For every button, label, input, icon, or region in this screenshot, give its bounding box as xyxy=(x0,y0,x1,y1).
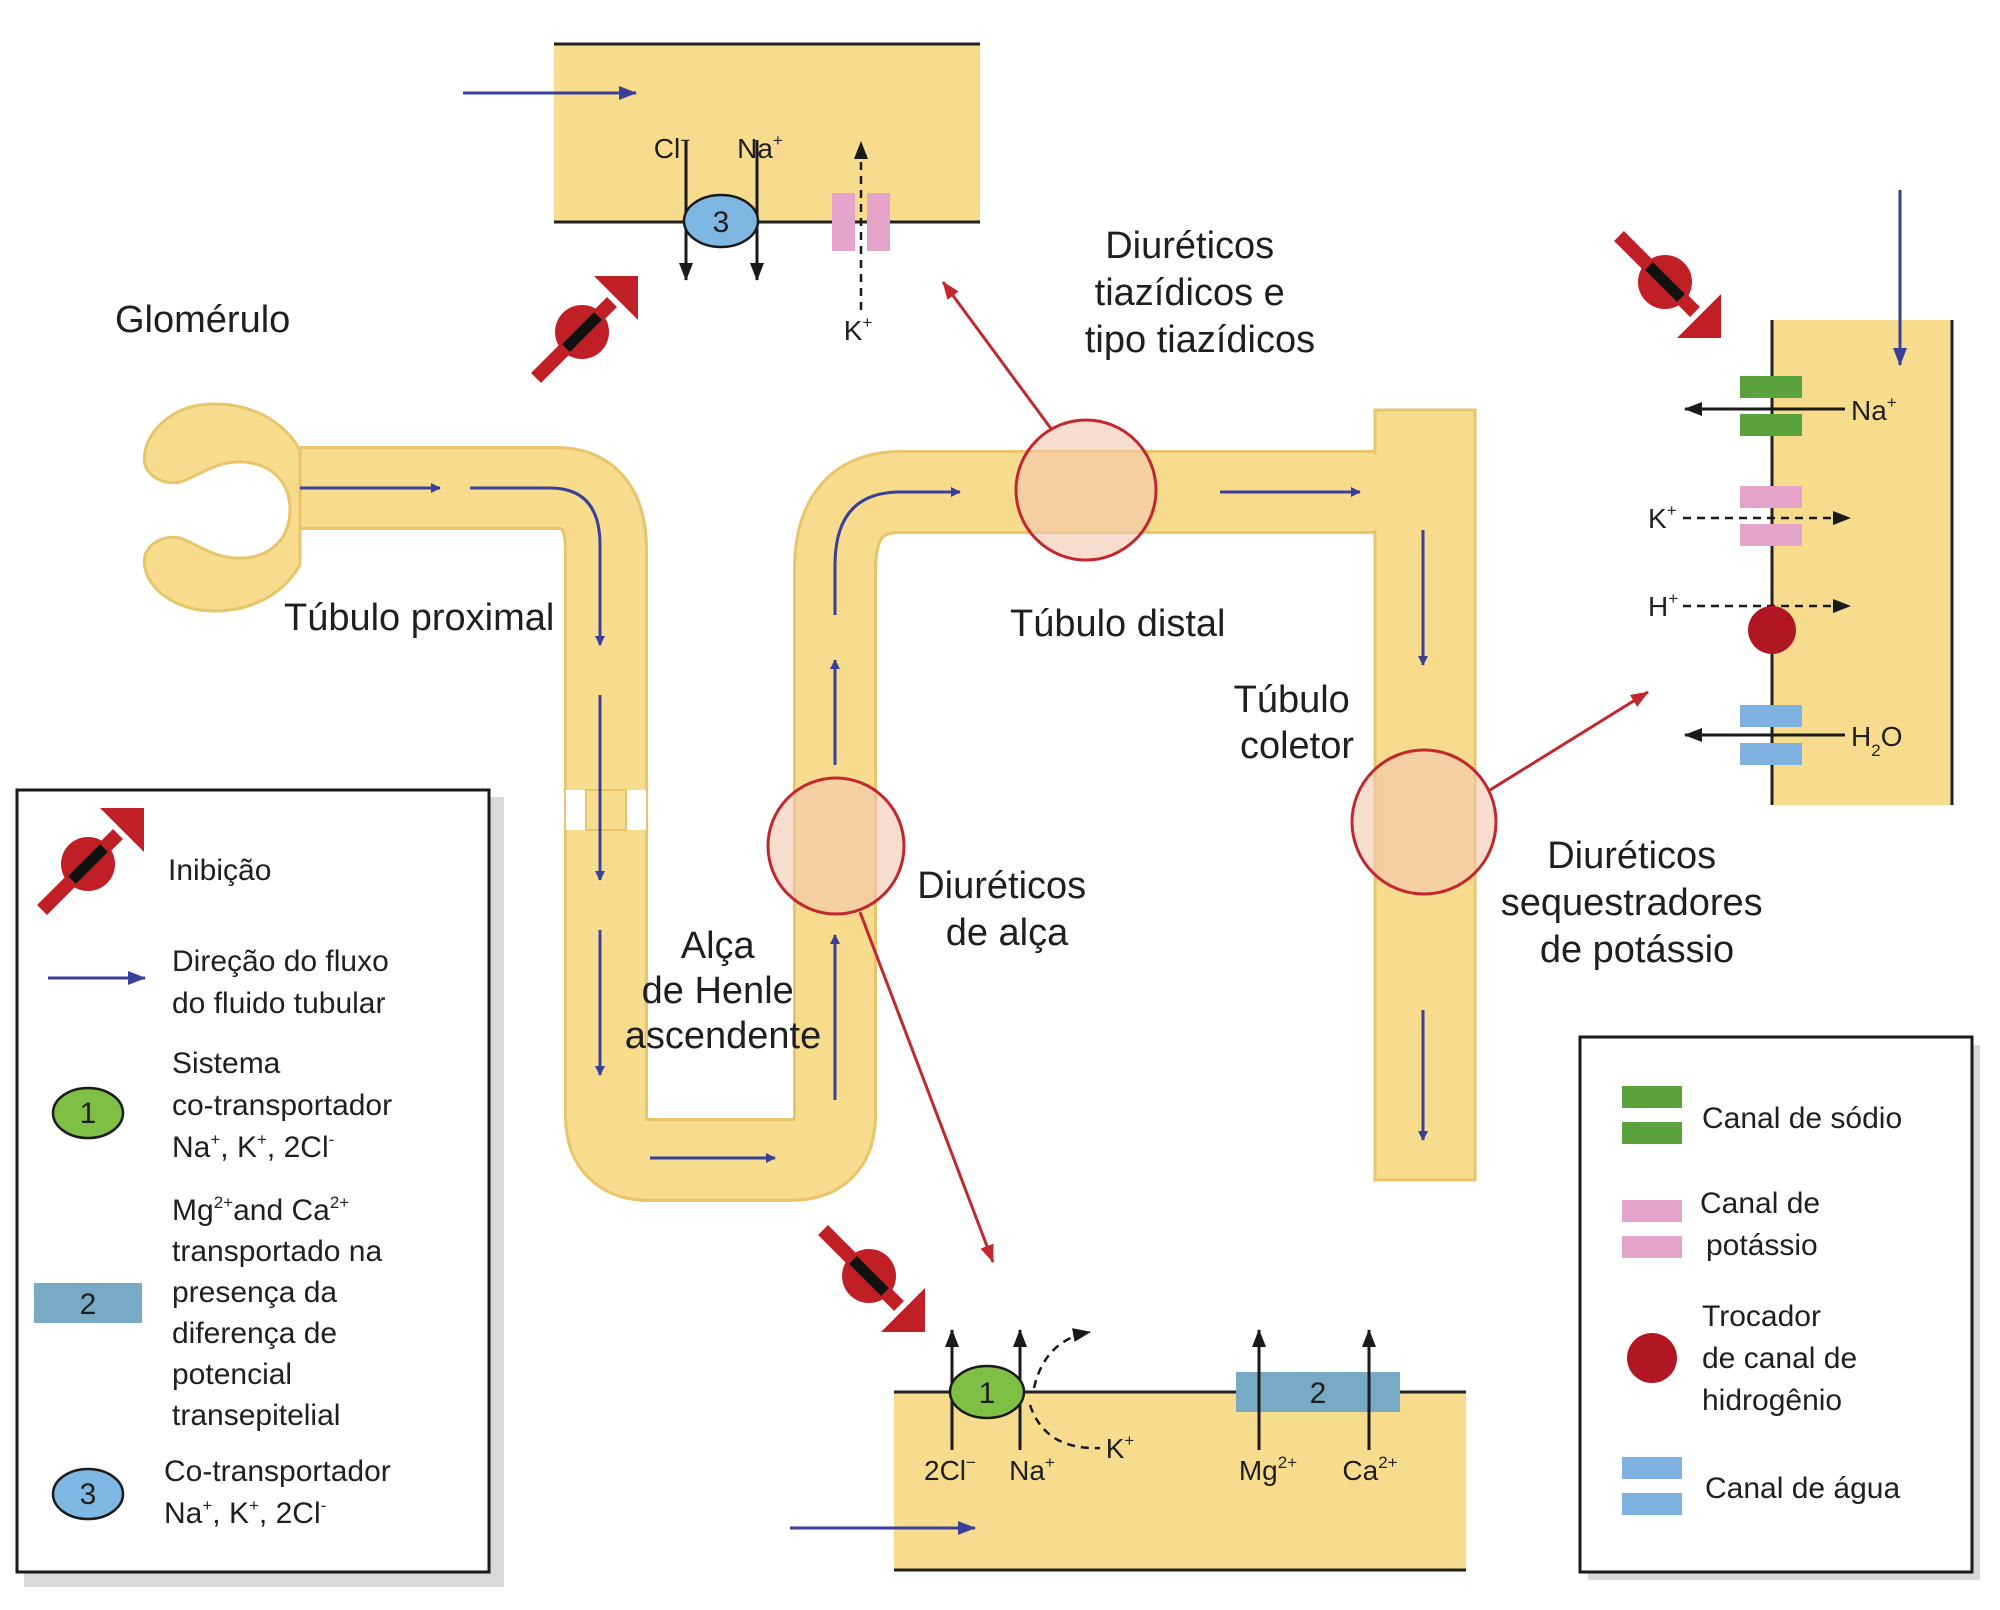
legend-sodium-channel-icon xyxy=(1622,1086,1682,1108)
label-diureticos-alca: Diuréticos de alça xyxy=(917,865,1097,954)
legend-channel-2 xyxy=(34,1283,142,1323)
ion-h2o-right: H2O xyxy=(1851,721,1902,760)
inhibition-icon-bottom xyxy=(823,1230,925,1332)
label-tubulo-coletor: Túbulo coletor xyxy=(1234,679,1361,767)
legend-sys3-title: Co-transportador xyxy=(164,1455,391,1488)
distal-cell-panel: 3 Cl− Na+ K+ xyxy=(463,42,980,378)
ion-na-bottom: Na+ xyxy=(1009,1453,1055,1486)
ion-h-right: H+ xyxy=(1648,589,1678,622)
legend-cotransporter-3 xyxy=(51,1467,125,1521)
label-diureticos-potassio: Diuréticos sequestradores de potássio xyxy=(1501,835,1774,971)
potassium-channel-top xyxy=(832,193,855,251)
pointer-to-top-panel xyxy=(941,281,1054,431)
ion-na-top: Na+ xyxy=(737,131,783,164)
legend-sys2-rest: transportado na presença da diferença de… xyxy=(172,1235,391,1432)
ion-mg-bottom: Mg2+ xyxy=(1239,1453,1297,1486)
flow-arrow xyxy=(833,487,961,615)
inhibition-icon-top xyxy=(536,276,638,378)
hydrogen-exchanger-right xyxy=(1748,606,1796,654)
cotransporter-1-number: 1 xyxy=(979,1377,996,1410)
action-sites xyxy=(766,418,1498,916)
loop-cell xyxy=(894,1392,1466,1570)
legend-sys3-ions: Na+, K+, 2Cl- xyxy=(164,1496,326,1530)
inhibition-icon-right xyxy=(1619,236,1721,338)
legend-sys1-ions: Na+, K+, 2Cl- xyxy=(172,1130,334,1164)
legend-cotransporter-1 xyxy=(51,1086,125,1140)
legend-cotransporter-3-number: 3 xyxy=(80,1478,97,1511)
loop-site-circle xyxy=(766,776,906,916)
legend-left-box xyxy=(15,788,491,1574)
loop-cell-panel: 1 2Cl− Na+ K+ 2 Mg2+ Ca2+ xyxy=(790,1230,1466,1572)
cotransporter-3-number: 3 xyxy=(713,206,730,239)
tubule-flow-arrows xyxy=(300,483,1428,1163)
ion-2cl-bottom: 2Cl− xyxy=(924,1453,976,1486)
label-glomerulo: Glomérulo xyxy=(115,299,290,341)
legend-sys1-title: Sistema co-transportador xyxy=(172,1047,392,1122)
legend-potassium-channel: Canal de potássio xyxy=(1700,1187,1828,1262)
ion-ca-bottom: Ca2+ xyxy=(1342,1453,1397,1486)
label-tubulo-distal: Túbulo distal xyxy=(1010,603,1225,645)
pointer-to-bottom-panel xyxy=(858,911,995,1263)
pointer-lines xyxy=(858,281,1649,1263)
ion-k-right: K+ xyxy=(1648,501,1677,534)
main-labels: Glomérulo Túbulo proximal Alça de Henle … xyxy=(115,225,1774,1057)
flow-arrow xyxy=(470,486,605,646)
pointer-to-right-panel xyxy=(1489,690,1649,792)
label-diureticos-tiazidicos: Diuréticos tiazídicos e tipo tiazídicos xyxy=(1085,225,1315,361)
paracellular-channel-2 xyxy=(1236,1372,1400,1412)
ion-na-right: Na+ xyxy=(1851,393,1897,426)
ion-k-bottom: K+ xyxy=(1106,1431,1135,1464)
legend-hydrogen-exchanger-icon xyxy=(1627,1333,1677,1383)
label-tubulo-proximal: Túbulo proximal xyxy=(284,597,554,639)
distal-cell xyxy=(554,44,980,222)
collecting-cell-panel: Na+ K+ H+ H2O xyxy=(1619,190,1954,805)
water-channel-right xyxy=(1740,705,1802,727)
glomerulus-shape xyxy=(142,402,302,613)
cotransporter-3 xyxy=(682,193,760,249)
legend-inhibicao: Inibição xyxy=(168,854,271,887)
legend-potassium-channel-icon xyxy=(1622,1200,1682,1222)
legend-water-channel-icon xyxy=(1622,1457,1682,1479)
legend-channel-2-number: 2 xyxy=(80,1288,97,1321)
cotransporter-1 xyxy=(948,1364,1026,1420)
label-alca-henle: Alça de Henle ascendente xyxy=(625,925,822,1057)
ion-cl-top: Cl− xyxy=(654,131,690,164)
legend-sys2-line1: Mg2+and Ca2+ xyxy=(172,1193,349,1227)
legend-water-channel: Canal de água xyxy=(1705,1472,1900,1505)
legend-sodium-channel: Canal de sódio xyxy=(1702,1102,1902,1135)
legend-cotransporter-1-number: 1 xyxy=(80,1097,97,1130)
collecting-site-circle xyxy=(1350,748,1498,896)
ion-k-top: K+ xyxy=(844,313,873,346)
distal-site-circle xyxy=(1014,418,1158,562)
sodium-channel-right xyxy=(1740,376,1802,398)
potassium-channel-right xyxy=(1740,486,1802,508)
channel-2-number: 2 xyxy=(1310,1377,1327,1410)
legend-right: Canal de sódio Canal de potássio Trocado… xyxy=(1578,1035,1980,1580)
legend-hydrogen-exchanger: Trocador de canal de hidrogênio xyxy=(1702,1300,1865,1417)
legend-flow: Direção do fluxo do fluido tubular xyxy=(172,945,397,1020)
legend-left: Inibição Direção do fluxo do fluido tubu… xyxy=(15,788,504,1587)
